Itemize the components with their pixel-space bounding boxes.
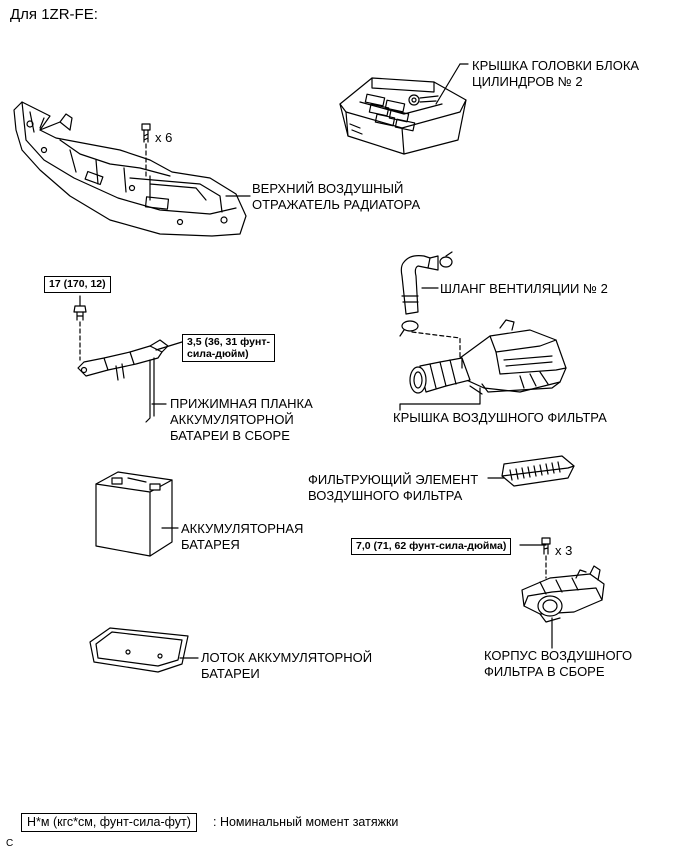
radiator-deflector-illustration (13, 101, 247, 237)
ventilation-hose-illustration (400, 255, 439, 315)
air-cleaner-case-label-line2: ФИЛЬТРА В СБОРЕ (484, 664, 605, 679)
cylinder-head-cover-label-line1: КРЫШКА ГОЛОВКИ БЛОКА (472, 58, 640, 73)
radiator-deflector-label-line2: ОТРАЖАТЕЛЬ РАДИАТОРА (252, 197, 421, 212)
battery-label-line1: АККУМУЛЯТОРНАЯ (181, 521, 304, 536)
air-intake-hose-illustration (409, 357, 471, 394)
torque-legend-text: : Номинальный момент затяжки (213, 815, 399, 829)
hose-guide (411, 331, 461, 361)
clamp-nut-icon (73, 305, 87, 321)
case-bolt-icon (541, 537, 551, 555)
clamp-rod-torque-leader (155, 341, 183, 351)
clamp-nut-torque-spec: 17 (170, 12) (44, 276, 111, 293)
air-filter-cap-illustration (459, 319, 567, 395)
battery-tray-illustration (89, 627, 189, 673)
clamp-rod-torque-spec: 3,5 (36, 31 фунт- сила-дюйм) (182, 334, 275, 362)
clamp-rod-torque-line1: 3,5 (36, 31 фунт- (187, 336, 270, 348)
air-filter-element-label-line1: ФИЛЬТРУЮЩИЙ ЭЛЕМЕНТ (308, 472, 479, 487)
deflector-bolt-count: x 6 (155, 130, 173, 145)
battery-clamp-label-line2: АККУМУЛЯТОРНОЙ (170, 412, 294, 427)
page-title: Для 1ZR-FE: (10, 6, 98, 23)
cylinder-head-cover-illustration (339, 77, 467, 155)
battery-illustration (95, 471, 173, 557)
deflector-bolt-icon (141, 123, 151, 143)
battery-tray-label-line2: БАТАРЕИ (201, 666, 260, 681)
air-filter-cap-label: КРЫШКА ВОЗДУШНОГО ФИЛЬТРА (393, 410, 607, 425)
battery-clamp-illustration (77, 339, 169, 423)
hose-clamp-upper-icon (439, 251, 453, 268)
cylinder-head-cover-label-line2: ЦИЛИНДРОВ № 2 (472, 74, 583, 89)
case-bolt-torque-spec: 7,0 (71, 62 фунт-сила-дюйма) (351, 538, 512, 555)
hose-clamp-lower-icon (399, 320, 419, 337)
air-cleaner-case-illustration (521, 565, 605, 623)
ventilation-hose-label: ШЛАНГ ВЕНТИЛЯЦИИ № 2 (440, 281, 608, 296)
case-bolt-count: x 3 (555, 543, 573, 558)
air-filter-cap-leader (399, 387, 481, 411)
battery-clamp-label-line3: БАТАРЕИ В СБОРЕ (170, 428, 290, 443)
battery-clamp-label-line1: ПРИЖИМНАЯ ПЛАНКА (170, 396, 313, 411)
battery-label-line2: БАТАРЕЯ (181, 537, 240, 552)
air-filter-element-label-line2: ВОЗДУШНОГО ФИЛЬТРА (308, 488, 463, 503)
corner-mark: C (6, 838, 14, 849)
cylinder-head-cover-leader (435, 63, 461, 105)
battery-tray-label-line1: ЛОТОК АККУМУЛЯТОРНОЙ (201, 650, 373, 665)
air-filter-element-illustration (501, 455, 575, 487)
air-cleaner-case-label-line1: КОРПУС ВОЗДУШНОГО (484, 648, 633, 663)
radiator-deflector-label-line1: ВЕРХНИЙ ВОЗДУШНЫЙ (252, 181, 404, 196)
clamp-rod-torque-line2: сила-дюйм) (187, 348, 249, 360)
torque-legend-units: Н*м (кгс*см, фунт-сила-фут) (21, 813, 197, 832)
